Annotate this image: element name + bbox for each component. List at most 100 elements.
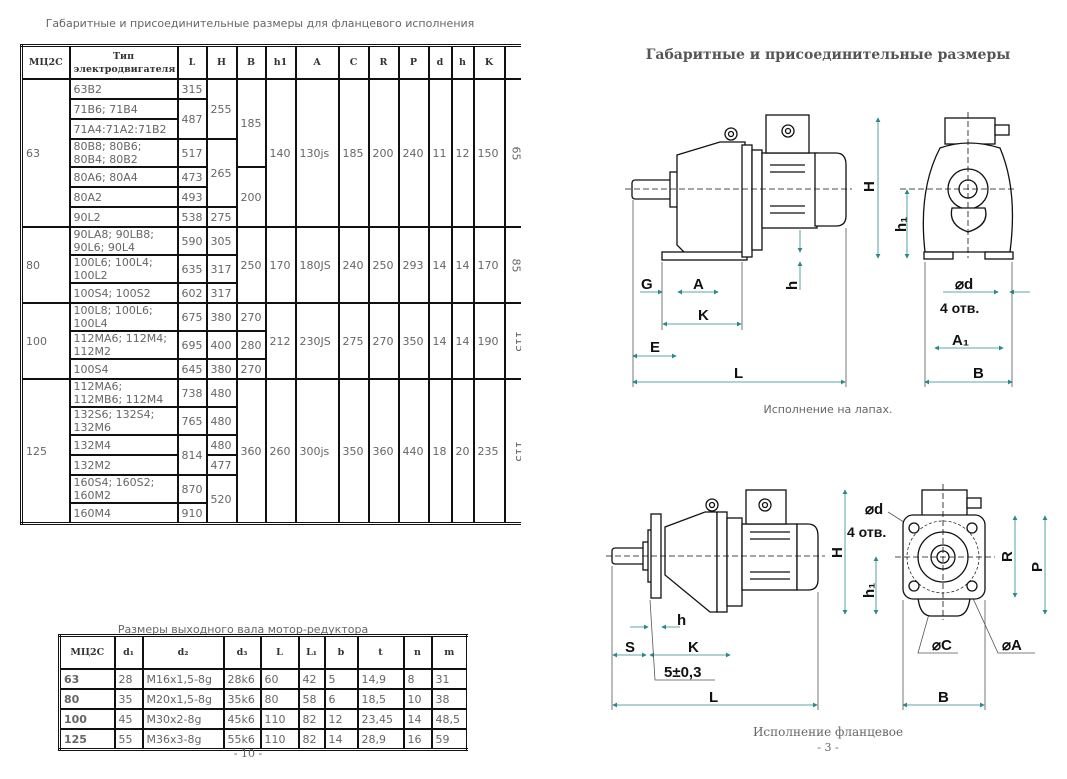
table-cell: 645 [176,358,208,380]
right-page-title: Габаритные и присоединительные размеры [645,47,1011,63]
table-cell: 100L6; 100L4; 100L2 [68,254,179,284]
table-cell: 130js [294,78,340,228]
table-cell: 590 [176,226,208,256]
table-cell: 250 [235,226,267,304]
table-cell: 480 [205,434,238,456]
table-cell: 293 [397,226,430,304]
table-cell: 23,45 [356,708,405,730]
svg-text:⌀A: ⌀A [1002,637,1022,654]
table-cell: 80 [259,688,300,710]
table-cell: 110 [259,708,300,730]
table-cell: 200 [235,166,267,228]
table-cell: 132S6; 132S4; 132M6 [68,406,179,436]
table-cell: 738 [176,378,208,408]
table-cell: 45 [113,708,144,730]
column-header: A [294,44,340,80]
flange-drawing-caption: Исполнение фланцевое [752,725,904,739]
table-cell: 275 [337,302,370,380]
column-header: t [356,634,405,670]
table-cell: 100S4 [68,358,179,380]
table-cell: 100S4; 100S2 [68,282,179,304]
table-cell: 28,9 [356,728,405,751]
table-cell: 360 [367,378,400,525]
table-cell: 300js [294,378,340,525]
column-header: МЦ2С [20,44,71,80]
table-cell: 538 [176,206,208,228]
table-cell: 602 [176,282,208,304]
table-cell: 12 [450,78,475,228]
table-cell: 60 [259,668,300,690]
column-header: L [176,44,208,80]
column-header: h [450,44,475,80]
table-cell: 380 [205,358,238,380]
table-cell: 59 [430,728,468,751]
foot-mounted-end-view [900,112,1017,260]
table-cell: 360 [235,378,267,525]
table-cell: 18,5 [356,688,405,710]
table-cell: 240 [397,78,430,228]
table-cell: 317 [205,282,238,304]
table-cell: 150 [472,78,506,228]
column-header: C [337,44,370,80]
table-cell: 90L2 [68,206,179,228]
table-cell: 63B2 [68,78,179,100]
flange-side-view [606,489,825,613]
table-cell: 814 [176,434,208,476]
table-cell: 38 [430,688,468,710]
table-cell: 260 [264,378,297,525]
table-cell: 82 [297,728,326,751]
table-cell: 14 [427,226,453,304]
table-cell: 170 [264,226,297,304]
table-cell: 350 [397,302,430,380]
table-cell: 48,5 [430,708,468,730]
table-cell: 10 [402,688,433,710]
svg-text:R: R [999,551,1016,562]
table-cell: 82 [297,708,326,730]
table-cell: 42 [297,668,326,690]
left-page-number: - 10 - [233,747,263,760]
svg-text:A: A [693,276,704,293]
svg-text:H: H [829,547,846,558]
table-cell: 255 [205,78,238,140]
table-cell: 473 [176,166,208,188]
table-cell: 55k6 [222,728,262,751]
table-cell: 20 [450,378,475,525]
svg-text:h: h [784,281,801,290]
table-cell: 480 [205,406,238,436]
table-cell: 180JS [294,226,340,304]
flange-end-view [895,484,995,620]
table-cell: 18 [427,378,453,525]
table-cell: 14 [323,728,359,751]
column-header: L₁ [297,634,326,670]
table-cell: 517 [176,138,208,168]
table-cell: 55 [113,728,144,751]
svg-text:h₁: h₁ [893,217,910,232]
table-cell: 80A6; 80A4 [68,166,179,188]
column-header: МЦ2С [58,634,116,670]
column-header: S [503,44,521,80]
table-cell: 265 [205,138,238,208]
table-cell: 85 [503,226,521,304]
table-cell: 132M2 [68,454,179,476]
column-header: B [235,44,267,80]
table-cell: 63 [58,668,116,690]
table-cell: 190 [472,302,506,380]
foot-drawing-caption: Исполнение на лапах. [763,403,893,416]
shaft-table-title: Размеры выходного вала мотор-редуктора [117,623,369,636]
foot-mounted-dimensions [632,117,1030,387]
table-cell: 100 [58,708,116,730]
table-cell: 160M4 [68,502,179,525]
column-header: n [402,634,433,670]
table-cell: 14 [427,302,453,380]
table-cell: 14 [450,226,475,304]
column-header: d [427,44,453,80]
